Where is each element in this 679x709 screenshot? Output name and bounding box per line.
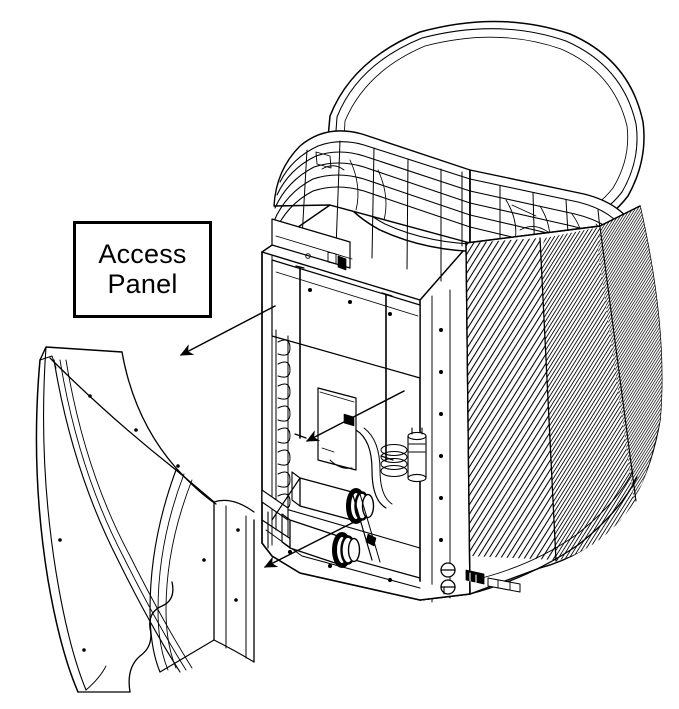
- coil-return-bends: [275, 329, 291, 537]
- water-connection-leader: [263, 518, 361, 568]
- coil-leader: [306, 390, 405, 442]
- service-port-caps: [440, 562, 456, 595]
- base-vent-slot: [487, 577, 521, 593]
- callout-label-line-2: Panel: [107, 268, 178, 299]
- access-opening-interior: [271, 259, 427, 549]
- lower-decal: [465, 569, 485, 585]
- access-panel-leader: [180, 305, 276, 356]
- access-panel-callout-box: Access Panel: [73, 221, 212, 318]
- coiled-tube: [380, 444, 408, 477]
- access-panel: [35, 346, 255, 693]
- leader-arrows: [180, 305, 405, 568]
- control-nameplate: [271, 218, 353, 271]
- condenser-coil: [465, 205, 663, 595]
- accumulator: [407, 427, 427, 483]
- callout-label-line-1: Access: [98, 239, 187, 270]
